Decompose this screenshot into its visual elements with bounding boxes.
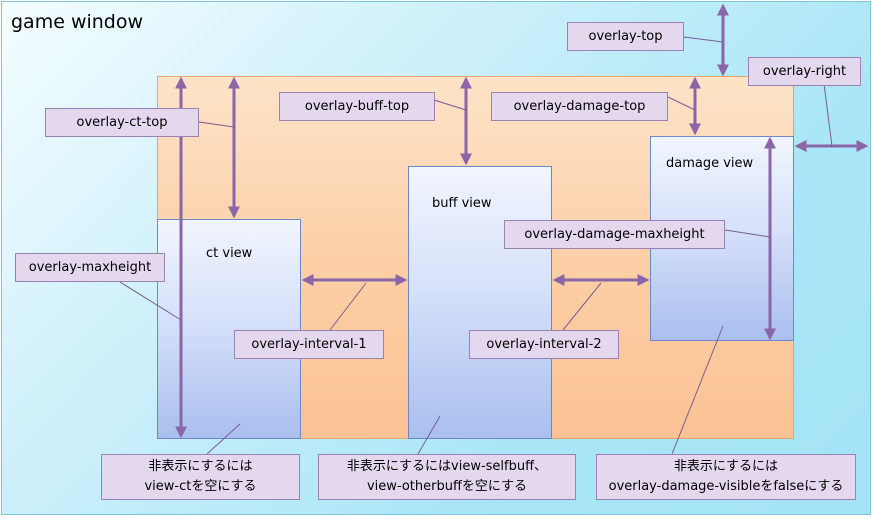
damage-hide-note: 非表示にするには overlay-damage-visibleをfalseにする (596, 454, 856, 500)
overlay-interval-2-label: overlay-interval-2 (469, 330, 619, 359)
buff-hide-note-line-2: view-otherbuffを空にする (366, 479, 528, 494)
ct-view-label: ct view (206, 246, 253, 261)
ct-hide-note-line-1: 非表示にするには (148, 459, 253, 474)
ct-hide-note: 非表示にするには view-ctを空にする (101, 454, 300, 500)
overlay-interval-1-leader (329, 282, 367, 331)
game-window-title: game window (11, 11, 144, 33)
buff-hide-note-line-1: 非表示にするにはview-selfbuff、 (346, 459, 548, 474)
overlay-maxheight-label: overlay-maxheight (15, 253, 165, 282)
damage-view-label: damage view (666, 156, 754, 171)
overlay-damage-maxheight-label: overlay-damage-maxheight (504, 220, 725, 249)
overlay-damage-top-label: overlay-damage-top (491, 92, 668, 121)
buff-hide-note: 非表示にするにはview-selfbuff、 view-otherbuffを空に… (318, 454, 576, 500)
damage-note-leader (671, 325, 724, 455)
damage-hide-note-line-1: 非表示にするには (673, 459, 779, 474)
overlay-interval-1-label: overlay-interval-1 (234, 330, 384, 359)
ct-note-leader (206, 423, 241, 455)
overlay-right-leader (823, 83, 833, 147)
overlay-buff-top-leader (433, 99, 467, 111)
overlay-top-leader (683, 36, 724, 43)
overlay-maxheight-leader (119, 281, 182, 321)
ct-hide-note-line-2: view-ctを空にする (144, 479, 257, 494)
overlay-damage-top-leader (667, 96, 696, 111)
overlay-damage-maxheight-leader (724, 229, 771, 238)
overlay-right-label: overlay-right (748, 57, 861, 86)
overlay-buff-top-label: overlay-buff-top (279, 92, 435, 121)
damage-hide-note-line-2: overlay-damage-visibleをfalseにする (608, 479, 844, 494)
overlay-ct-top-label: overlay-ct-top (45, 108, 199, 137)
buff-note-leader (417, 415, 441, 455)
buff-view-label: buff view (432, 196, 492, 211)
overlay-interval-2-leader (562, 282, 602, 331)
overlay-top-label: overlay-top (567, 22, 684, 51)
overlay-ct-top-leader (198, 121, 235, 128)
buff-view: buff view (408, 166, 552, 439)
